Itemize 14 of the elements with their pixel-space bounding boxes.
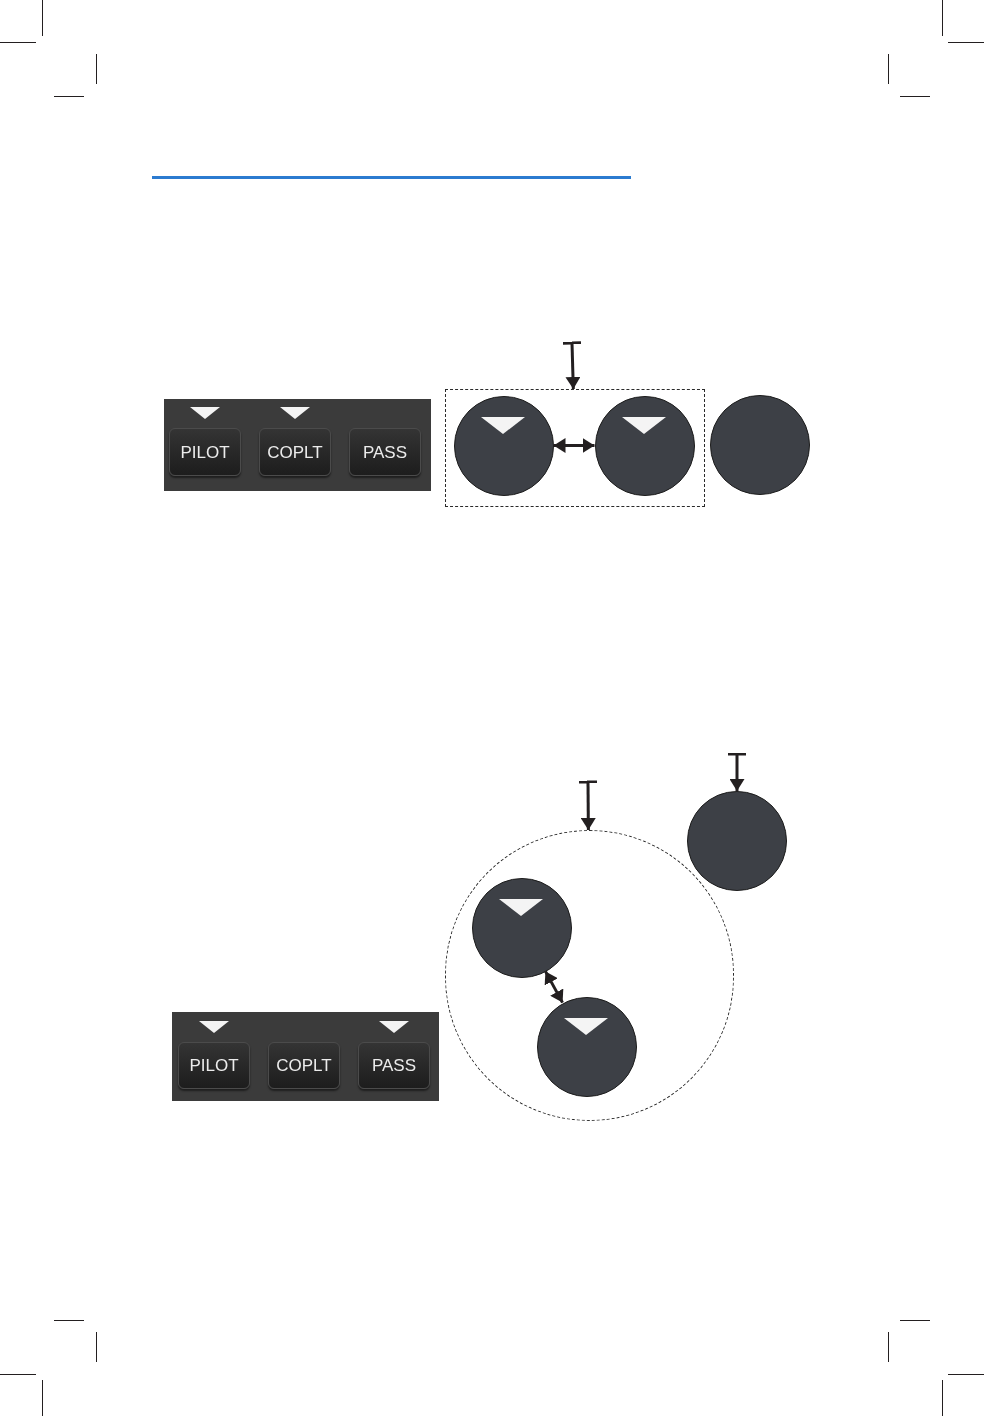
selector-button: PILOT [169,428,241,476]
button-panel [164,399,431,491]
arrow [544,970,564,1004]
arrow [553,438,595,453]
selector-button: PASS [358,1042,430,1089]
selector-button: COPLT [259,428,331,476]
dashed-group-outline [445,389,705,507]
button-panel [172,1012,439,1101]
selector-button: COPLT [268,1042,340,1089]
arrow [579,780,597,830]
selector-button: PASS [349,428,421,476]
arrow [728,752,746,791]
selector-button: PILOT [178,1042,250,1089]
arrow [562,341,582,390]
